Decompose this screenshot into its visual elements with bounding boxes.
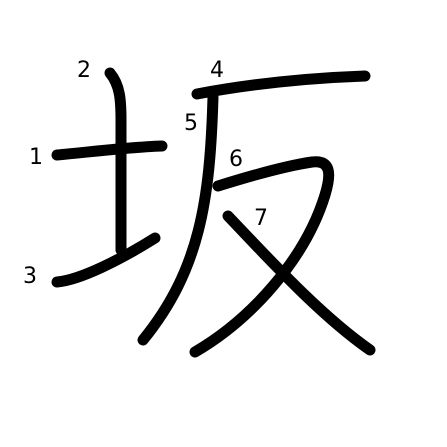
stroke-number-6: 6 [229,147,243,172]
stroke-5 [137,91,219,346]
stroke-number-5: 5 [184,111,198,136]
stroke-3 [51,232,161,288]
stroke-1 [51,140,168,161]
stroke-4 [191,70,371,100]
stroke-6 [189,156,335,358]
stroke-number-4: 4 [210,58,224,83]
stroke-number-1: 1 [29,145,43,170]
stroke-number-7: 7 [254,206,268,231]
stroke-2 [104,67,127,256]
stroke-number-3: 3 [23,264,37,289]
stroke-7 [222,210,376,356]
stroke-number-2: 2 [77,58,91,83]
